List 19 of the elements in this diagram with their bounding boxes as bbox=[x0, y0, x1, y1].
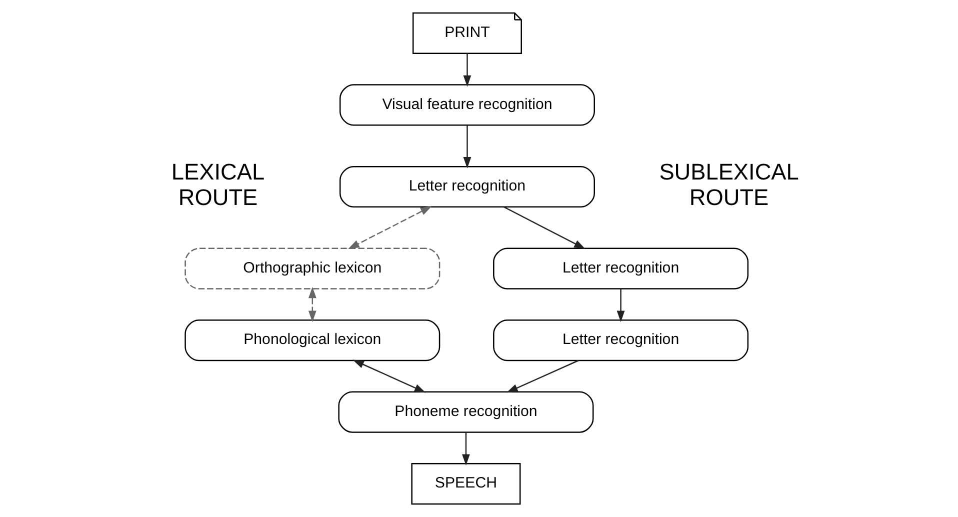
node-box: Orthographic lexicon bbox=[184, 248, 440, 290]
arrow bbox=[506, 360, 578, 393]
node-box: Phoneme recognition bbox=[338, 391, 594, 433]
node-box: Letter recognition bbox=[492, 248, 748, 290]
arrow bbox=[503, 206, 585, 250]
node-box: SPEECH bbox=[410, 463, 520, 505]
arrow bbox=[462, 53, 471, 87]
arrow bbox=[462, 125, 471, 168]
arrow bbox=[348, 206, 432, 250]
arrow bbox=[462, 432, 470, 466]
node-box: Letter recognition bbox=[492, 320, 748, 362]
node-box: Visual feature recognition bbox=[338, 84, 594, 126]
label: LEXICAL ROUTE bbox=[170, 158, 264, 210]
arrow bbox=[616, 288, 624, 322]
arrow bbox=[352, 360, 426, 393]
node-box: Phonological lexicon bbox=[184, 320, 440, 362]
node-box: Letter recognition bbox=[338, 166, 594, 208]
arrow bbox=[308, 286, 316, 322]
label: SUBLEXICAL ROUTE bbox=[658, 158, 798, 210]
